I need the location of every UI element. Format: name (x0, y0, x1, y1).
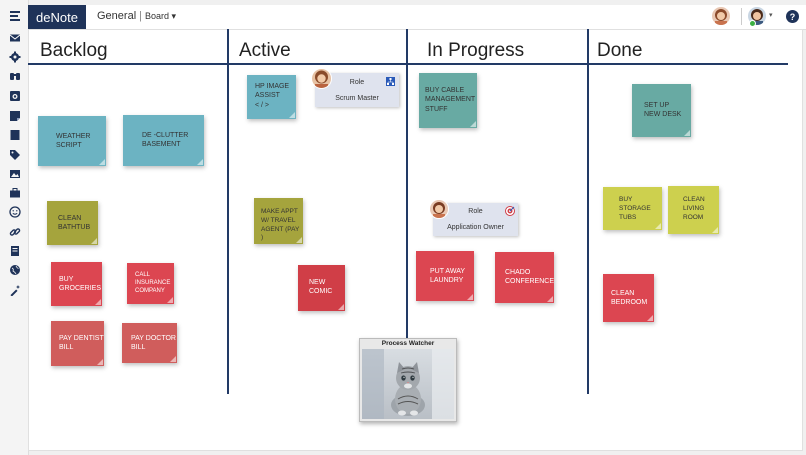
sticky-note[interactable]: PAY DOCTOR BILL (122, 323, 177, 363)
tag-icon[interactable] (8, 148, 21, 161)
sitemap-icon (386, 77, 395, 86)
note-text: BUY GROCERIES (59, 276, 102, 293)
note-fold (95, 299, 101, 305)
magic-wand-icon[interactable] (8, 283, 21, 296)
note-text: SET UP NEW DESK (644, 102, 682, 119)
process-watcher-widget[interactable]: Process Watcher (359, 338, 457, 422)
sticky-note[interactable]: NEW COMIC (298, 265, 345, 311)
sticky-note[interactable]: BUY CABLE MANAGEMENT STUFF (419, 73, 477, 128)
note-fold (170, 356, 176, 362)
user-avatar[interactable] (748, 7, 766, 25)
globe-icon[interactable] (8, 263, 21, 276)
sticky-note[interactable]: HP IMAGE ASSIST < / > (247, 75, 296, 119)
link-icon[interactable] (8, 225, 21, 238)
sticky-note[interactable]: WEATHER SCRIPT (38, 116, 106, 166)
note-text: CLEAN BATHTUB (58, 215, 91, 232)
sticky-note[interactable]: BUY GROCERIES (51, 262, 102, 306)
note-text: PAY DOCTOR BILL (131, 335, 176, 352)
sticky-note[interactable]: SET UP NEW DESK (632, 84, 691, 137)
smile-icon[interactable] (8, 205, 21, 218)
note-fold (91, 238, 97, 244)
note-text: HP IMAGE ASSIST < / > (255, 83, 290, 109)
kitten-photo (362, 349, 454, 419)
note-fold (647, 315, 653, 321)
breadcrumb-separator: | (139, 10, 142, 22)
column-title-in-progress: In Progress (427, 40, 525, 61)
process-watcher-title: Process Watcher (381, 340, 435, 347)
column-divider (406, 29, 408, 394)
sticky-note[interactable]: PUT AWAY LAUNDRY (416, 251, 474, 301)
note-fold (684, 130, 690, 136)
note-text: CHADO CONFERENCE (505, 269, 555, 286)
note-fold (167, 297, 173, 303)
column-divider (587, 29, 589, 394)
document-icon[interactable] (8, 244, 21, 257)
column-header-divider (28, 63, 788, 65)
note-fold (99, 159, 105, 165)
target-icon (505, 206, 515, 216)
breadcrumb: General|Board ▾ (97, 10, 176, 22)
column-title-active: Active (239, 40, 291, 61)
briefcase-icon[interactable] (8, 186, 21, 199)
sticky-note[interactable]: MAKE APPT W/ TRAVEL AGENT (PAY ) (254, 198, 303, 244)
note-fold (470, 121, 476, 127)
note-fold (655, 223, 661, 229)
note-text: PAY DENTIST BILL (59, 335, 104, 352)
gear-icon[interactable] (8, 50, 21, 63)
binoculars-icon[interactable] (8, 69, 21, 82)
note-text: CLEAN LIVING ROOM (683, 196, 705, 221)
note-text: BUY STORAGE TUBS (619, 196, 651, 221)
breadcrumb-workspace[interactable]: General (97, 10, 137, 22)
book-icon[interactable] (8, 128, 21, 141)
svg-text:?: ? (790, 12, 796, 22)
note-text: CALL INSURANCE COMPANY (135, 272, 171, 295)
note-text: PUT AWAY LAUNDRY (430, 268, 466, 285)
role-label: Role (468, 208, 483, 215)
sticky-note[interactable]: BUY STORAGE TUBS (603, 187, 662, 230)
top-bar: deNote General|Board ▾ ▾ ? (28, 5, 806, 30)
notes-icon[interactable] (8, 109, 21, 122)
sticky-note[interactable]: CLEAN BEDROOM (603, 274, 654, 322)
note-text: CLEAN BEDROOM (611, 290, 648, 307)
role-value: Scrum Master (335, 95, 379, 102)
column-divider (227, 29, 229, 394)
note-fold (289, 112, 295, 118)
camera-icon[interactable] (8, 89, 21, 102)
sticky-note[interactable]: CHADO CONFERENCE (495, 252, 554, 303)
role-value: Application Owner (447, 224, 504, 231)
sticky-note[interactable]: CLEAN BATHTUB (47, 201, 98, 245)
role-avatar[interactable] (429, 199, 449, 219)
collaborator-avatar[interactable] (712, 7, 730, 25)
note-fold (197, 159, 203, 165)
note-fold (712, 227, 718, 233)
note-fold (338, 304, 344, 310)
left-sidebar (0, 0, 29, 455)
column-title-done: Done (597, 40, 643, 61)
sticky-note[interactable]: PAY DENTIST BILL (51, 321, 104, 366)
board-view-dropdown[interactable]: Board ▾ (145, 11, 177, 21)
sticky-note[interactable]: CLEAN LIVING ROOM (668, 186, 719, 234)
note-fold (97, 359, 103, 365)
sticky-note[interactable]: CALL INSURANCE COMPANY (127, 263, 174, 304)
note-text: NEW COMIC (309, 279, 333, 296)
role-label: Role (349, 79, 365, 86)
note-fold (296, 237, 302, 243)
note-fold (467, 294, 473, 300)
role-avatar[interactable] (311, 68, 332, 89)
online-status-dot (749, 20, 756, 27)
app-logo[interactable]: deNote (28, 5, 86, 29)
column-title-backlog: Backlog (40, 40, 108, 61)
menu-icon[interactable] (8, 9, 21, 22)
sticky-note[interactable]: DE -CLUTTER BASEMENT (123, 115, 204, 166)
user-menu-caret[interactable]: ▾ (769, 12, 773, 19)
note-fold (547, 296, 553, 302)
image-icon[interactable] (8, 167, 21, 180)
note-text: BUY CABLE MANAGEMENT STUFF (425, 87, 476, 113)
note-text: MAKE APPT W/ TRAVEL AGENT (PAY ) (261, 208, 300, 242)
question-circle-icon[interactable]: ? (786, 10, 799, 23)
header-divider (741, 8, 742, 25)
mail-icon[interactable] (8, 31, 21, 44)
note-text: DE -CLUTTER BASEMENT (142, 132, 189, 149)
note-text: WEATHER SCRIPT (56, 133, 91, 150)
